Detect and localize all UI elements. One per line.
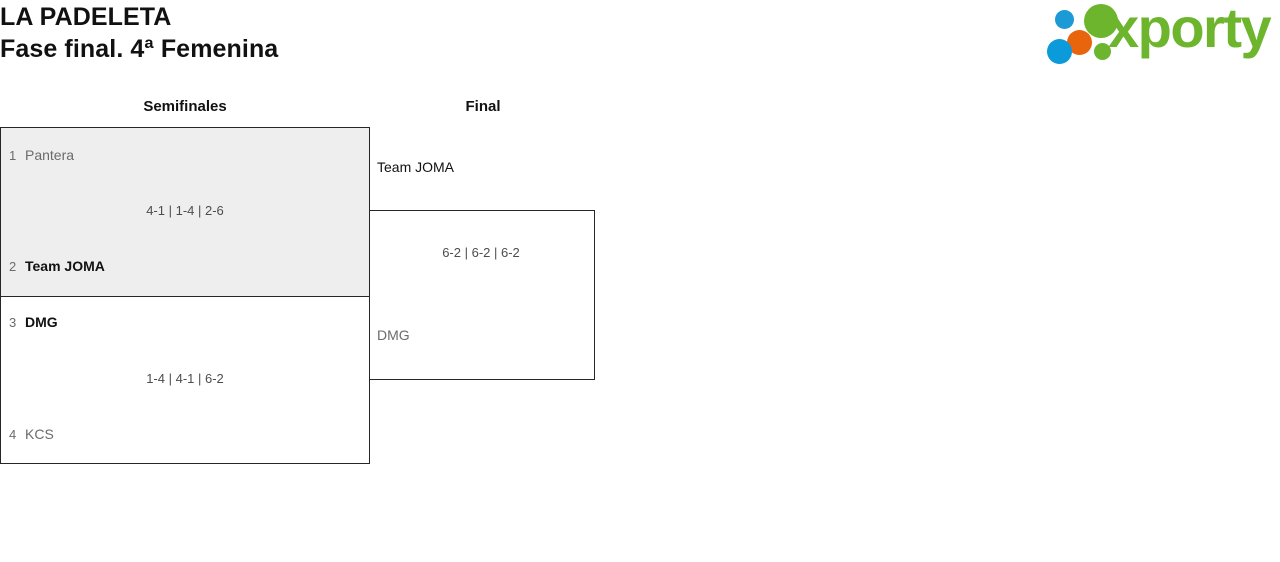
seed-number: 1: [9, 147, 17, 163]
team-name: Team JOMA: [377, 159, 455, 175]
logo-dots-icon: [1046, 2, 1118, 64]
match-final-team-top[interactable]: Team JOMA: [369, 159, 454, 175]
match-final-team-bottom[interactable]: DMG: [369, 327, 410, 343]
team-name: DMG: [377, 327, 410, 343]
logo-dot-green-small-icon: [1094, 43, 1111, 60]
match-semifinal-2[interactable]: [0, 296, 370, 464]
match-final[interactable]: [369, 210, 595, 380]
seed-number: 3: [9, 314, 17, 330]
match-semifinal-1-team-bottom[interactable]: 2 Team JOMA: [0, 258, 105, 274]
seed-number: 2: [9, 258, 17, 274]
team-name: DMG: [25, 314, 58, 330]
team-name: Team JOMA: [25, 258, 105, 274]
page-title: LA PADELETA: [0, 3, 172, 31]
round-header-semifinales: Semifinales: [143, 98, 227, 115]
team-name: Pantera: [25, 147, 75, 163]
logo-dot-blue-large-icon: [1047, 39, 1072, 64]
match-semifinal-1-team-top[interactable]: 1 Pantera: [0, 147, 74, 163]
tournament-title-block: LA PADELETA Fase final. 4ª Femenina: [0, 2, 278, 65]
team-name: KCS: [25, 426, 54, 442]
match-final-score: 6-2 | 6-2 | 6-2: [442, 245, 520, 260]
match-semifinal-2-score: 1-4 | 4-1 | 6-2: [146, 371, 224, 386]
logo-wordmark: xporty: [1108, 0, 1272, 59]
match-semifinal-1-score: 4-1 | 1-4 | 2-6: [146, 203, 224, 218]
match-semifinal-2-team-top[interactable]: 3 DMG: [0, 314, 58, 330]
page-header: LA PADELETA Fase final. 4ª Femenina xpor…: [0, 0, 1280, 78]
match-semifinal-1[interactable]: [0, 127, 370, 297]
round-header-final: Final: [465, 98, 501, 115]
seed-number: 4: [9, 426, 17, 442]
xporty-logo[interactable]: xporty: [1046, 0, 1276, 64]
logo-dot-green-large-icon: [1084, 4, 1118, 38]
match-semifinal-2-team-bottom[interactable]: 4 KCS: [0, 426, 54, 442]
page-subtitle: Fase final. 4ª Femenina: [0, 35, 279, 63]
logo-dot-blue-small-icon: [1055, 10, 1074, 29]
